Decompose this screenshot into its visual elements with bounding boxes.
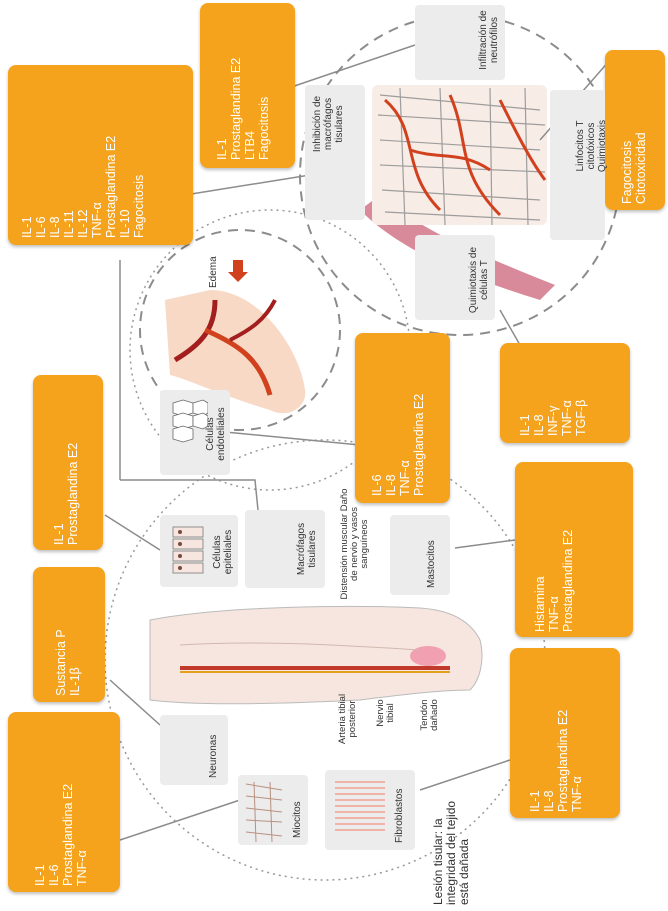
label-epiteliales: Células epiteliales <box>212 522 234 582</box>
fibroblasts-icon <box>335 778 385 844</box>
label-linfocitos: Linfocitos T citotóxicos Quimiotaxis <box>575 102 608 190</box>
label-infiltracion: Infiltración de neutrófilos <box>478 5 500 75</box>
label-arteria: Arteria tibial posterior <box>338 693 358 745</box>
label-macrofagos: Macrófagos tisulares <box>296 514 318 584</box>
diagram-title: Lesión tisular: la integridad del tejido… <box>432 797 471 905</box>
label-inhibicion: Inhibición de macrófagos tisulares <box>312 88 345 160</box>
myocytes-icon <box>244 782 284 842</box>
label-mastocitos: Mastocitos <box>426 540 437 588</box>
label-quimiotaxis: Quimiotaxis de células T <box>468 245 490 315</box>
label-distension: Distensión muscular Daño de nervio y vas… <box>340 488 370 600</box>
label-nervio: Nervio tibial <box>376 693 396 733</box>
leg-illustration <box>150 606 482 703</box>
label-fibroblastos: Fibroblastos <box>394 789 405 843</box>
label-endoteliales: Células endoteliales <box>205 400 227 468</box>
label-tendon: Tendón dañado <box>420 695 440 735</box>
epithelial-cells-icon <box>170 525 210 585</box>
label-miocitos: Miocitos <box>292 801 303 838</box>
tile-mastocitos <box>390 515 450 595</box>
label-edema: Edema <box>208 256 219 288</box>
label-neuronas: Neuronas <box>208 735 219 778</box>
endothelial-cells-icon <box>168 398 208 448</box>
